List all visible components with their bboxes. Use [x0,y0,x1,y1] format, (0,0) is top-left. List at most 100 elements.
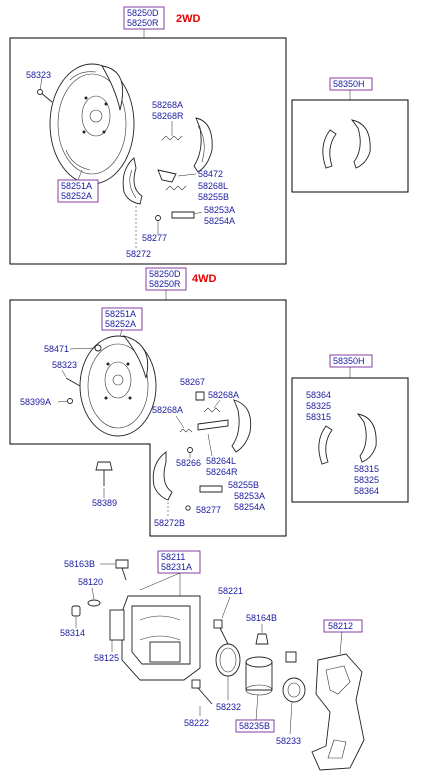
label-adjuster-4wd-2: 58254A [234,502,265,512]
plug-drawing [71,605,81,617]
bleeder-cap-drawing [87,599,101,607]
pin-4wd-drawing [185,505,191,511]
adjuster-4wd-drawing [199,485,223,493]
leader-springs-lr [207,433,213,457]
drive-type-label-4wd: 4WD [192,273,217,285]
caliper-code-2: 58231A [161,562,192,572]
seal-inner [287,682,301,698]
shoe-kit-box-4wd: 58350H 58364 58325 58315 58315 58325 583… [291,354,409,503]
label-bracket: 58212 [328,621,353,631]
label-springs-l: 58264L [206,456,236,466]
caliper-leader [139,572,181,600]
shoe-kit-code: 58350H [333,79,365,89]
header-code-1: 58250D [127,8,159,18]
piston-drawing [245,656,273,696]
adjuster-drawing [171,211,195,219]
label-boot: 58232 [216,702,241,712]
spring-a-drawing [195,391,205,401]
label-bleeder: 58163B [64,559,95,569]
label-lever: 58472 [198,169,223,179]
brake-shoe-upper-4wd [231,399,252,453]
shoe-kit-frame [291,99,409,193]
label-spring-mid-2: 58255B [198,192,229,202]
label-pin-clip: 58266 [176,458,201,468]
caliper-body-drawing [109,595,201,681]
label-spring-top-1: 58268A [152,100,183,110]
kit-label-right-1: 58315 [354,464,379,474]
shoe-kit-box-2wd: 58350H [291,77,409,193]
screw-4wd-drawing [65,377,81,387]
spring-c-drawing [179,428,193,433]
label-adjuster-2: 58254A [204,216,235,226]
label-shoe: 58272 [126,249,151,259]
plate-bolt-drawing [67,398,73,404]
assembly-frame [9,37,287,265]
leader-seal [289,701,293,735]
label-screw: 58323 [26,70,51,80]
kit-shoe-left [322,129,337,169]
label-bolt: 58389 [92,498,117,508]
leader-grommet [69,347,96,350]
pin-drawing [155,215,161,221]
caliper-code-1: 58211 [161,552,185,562]
grommet-drawing [94,344,102,352]
label-spring-b: 58268A [208,390,239,400]
label-spring-c: 58268A [152,405,183,415]
label-plate-4wd-2: 58252A [105,319,136,329]
shoe-kit-code-4wd: 58350H [333,356,365,366]
kit-label-left-3: 58315 [306,412,331,422]
brake-shoe-upper-drawing [193,117,213,173]
leader-piston-kit [255,693,259,721]
label-bushing: 58164B [246,613,277,623]
kit-label-right-2: 58325 [354,475,379,485]
shoe-kit-code-box-4wd [329,354,373,368]
leader-bleeder-cap [91,587,95,600]
shoe-kit-frame-4wd [291,377,409,503]
leader-plate [77,169,83,181]
leader-lever [177,173,197,177]
piston-kit-code-box [235,719,275,733]
header-code-2: 58250R [127,18,159,28]
drive-type-label: 2WD [176,13,201,25]
leader-guide-pin [221,596,231,619]
leader-adjuster [193,211,203,215]
screw-drawing [37,89,53,103]
lever-drawing [157,169,177,183]
pin-clip-drawing [187,447,193,453]
leader-bracket [339,631,343,655]
label-adjuster-4wd-1: 58253A [234,491,265,501]
kit-shoe-right [350,119,371,169]
label-piston-kit: 58235B [239,721,270,731]
label-spring-mid-1: 58268L [198,181,228,191]
leader-plate-bolt [57,400,68,403]
boot-drawing [215,643,241,677]
lower-bolt-drawing [191,679,213,705]
brake-shoe-lower-4wd [152,451,173,501]
lever-4wd-drawing [197,419,229,431]
bolt-drawing [95,461,113,486]
label-spring-top-2: 58268R [152,111,184,121]
label-adjuster-b: 58255B [228,480,259,490]
spring-top-drawing [161,135,183,141]
spring-mid-drawing [165,185,187,191]
label-plug: 58314 [60,628,85,638]
label-lower-bolt: 58222 [184,718,209,728]
bushing-drawing [255,633,297,663]
shoe-kit-code-box [329,77,373,91]
label-plate-2: 58252A [61,191,92,201]
kit-label-left-2: 58325 [306,401,331,411]
caliper-code-box [157,550,201,574]
label-shoe-4wd: 58272B [154,518,185,528]
boot-inner [219,647,237,673]
label-grommet: 58471 [44,344,69,354]
kit-shoe-right-4wd [356,413,377,463]
label-pin-4wd: 58277 [196,505,221,515]
label-adjuster-1: 58253A [204,205,235,215]
leader-spring-c [175,415,185,429]
leader-spring-b [213,399,221,409]
bleeder-drawing [115,559,129,581]
assembly-frame-4wd [9,299,287,537]
bracket-code-box [323,619,363,633]
section-4wd: 58250D 58250R 4WD 58251A 58252A 58471 58… [9,267,287,537]
